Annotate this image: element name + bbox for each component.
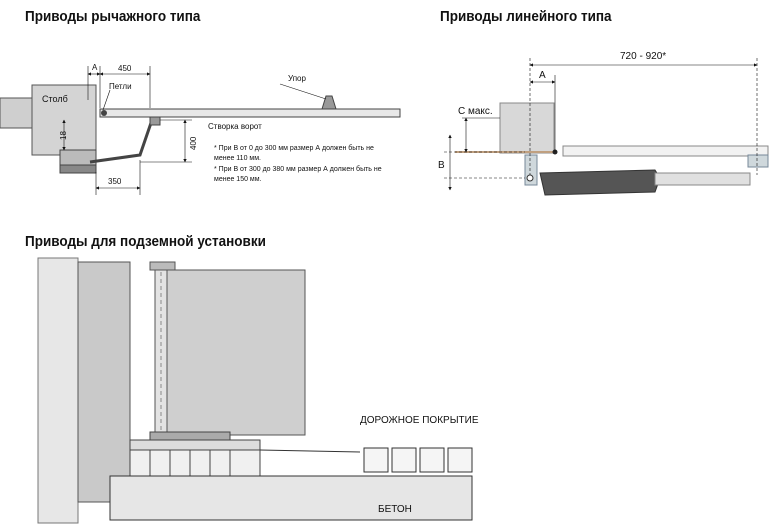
wall (0, 97, 33, 129)
hinge (101, 110, 107, 116)
gate-leaf-label: Створка ворот (208, 122, 262, 131)
post-label: Столб (42, 94, 68, 104)
lever-dim-18: 18 (59, 131, 68, 140)
linear-dim-range: 720 - 920* (620, 51, 666, 62)
underground-section-title: Приводы для подземной установки (25, 233, 266, 250)
stop (321, 95, 337, 110)
linear-actuator (539, 169, 661, 196)
lever-section-title: Приводы рычажного типа (25, 8, 201, 25)
underground-diagram: ДОРОЖНОЕ ПОКРЫТИЕ БЕТОН (37, 257, 479, 524)
note-1-line-1: * При В от 0 до 300 мм размер А должен б… (214, 144, 374, 152)
lever-dim-a: A (92, 63, 98, 72)
linear-dim-a: A (539, 70, 546, 81)
linear-section-title: Приводы линейного типа (440, 8, 612, 25)
lever-arm (89, 119, 154, 164)
underground-box (129, 449, 261, 477)
concrete-label: БЕТОН (378, 504, 412, 515)
lever-dim-400: 400 (189, 136, 198, 150)
pillar (77, 261, 131, 503)
lever-type-diagram: A 450 Столб Петли Упор 18 400 Створка во… (0, 63, 401, 195)
note-2-line-1: * При В от 300 до 380 мм размер А должен… (214, 165, 382, 173)
lever-dim-450: 450 (118, 64, 132, 73)
linear-post (499, 102, 555, 154)
lever-dim-350: 350 (108, 177, 122, 186)
c-max-label: С макс. (458, 106, 493, 117)
road-surface-label: ДОРОЖНОЕ ПОКРЫТИЕ (360, 415, 479, 426)
linear-dim-b: B (438, 160, 445, 171)
gate-panel (164, 269, 306, 436)
hinges-label: Петли (109, 82, 132, 91)
linear-gate-leaf (562, 145, 769, 157)
note-1-line-2: менее 110 мм. (214, 155, 261, 162)
concrete-slab (109, 475, 473, 521)
linear-type-diagram: 720 - 920* A С макс. B (438, 51, 769, 196)
linear-actuator-rod (654, 172, 751, 186)
gate-leaf-bar (99, 108, 401, 118)
stop-label: Упор (288, 74, 307, 83)
note-2-line-2: менее 150 мм. (214, 176, 262, 183)
